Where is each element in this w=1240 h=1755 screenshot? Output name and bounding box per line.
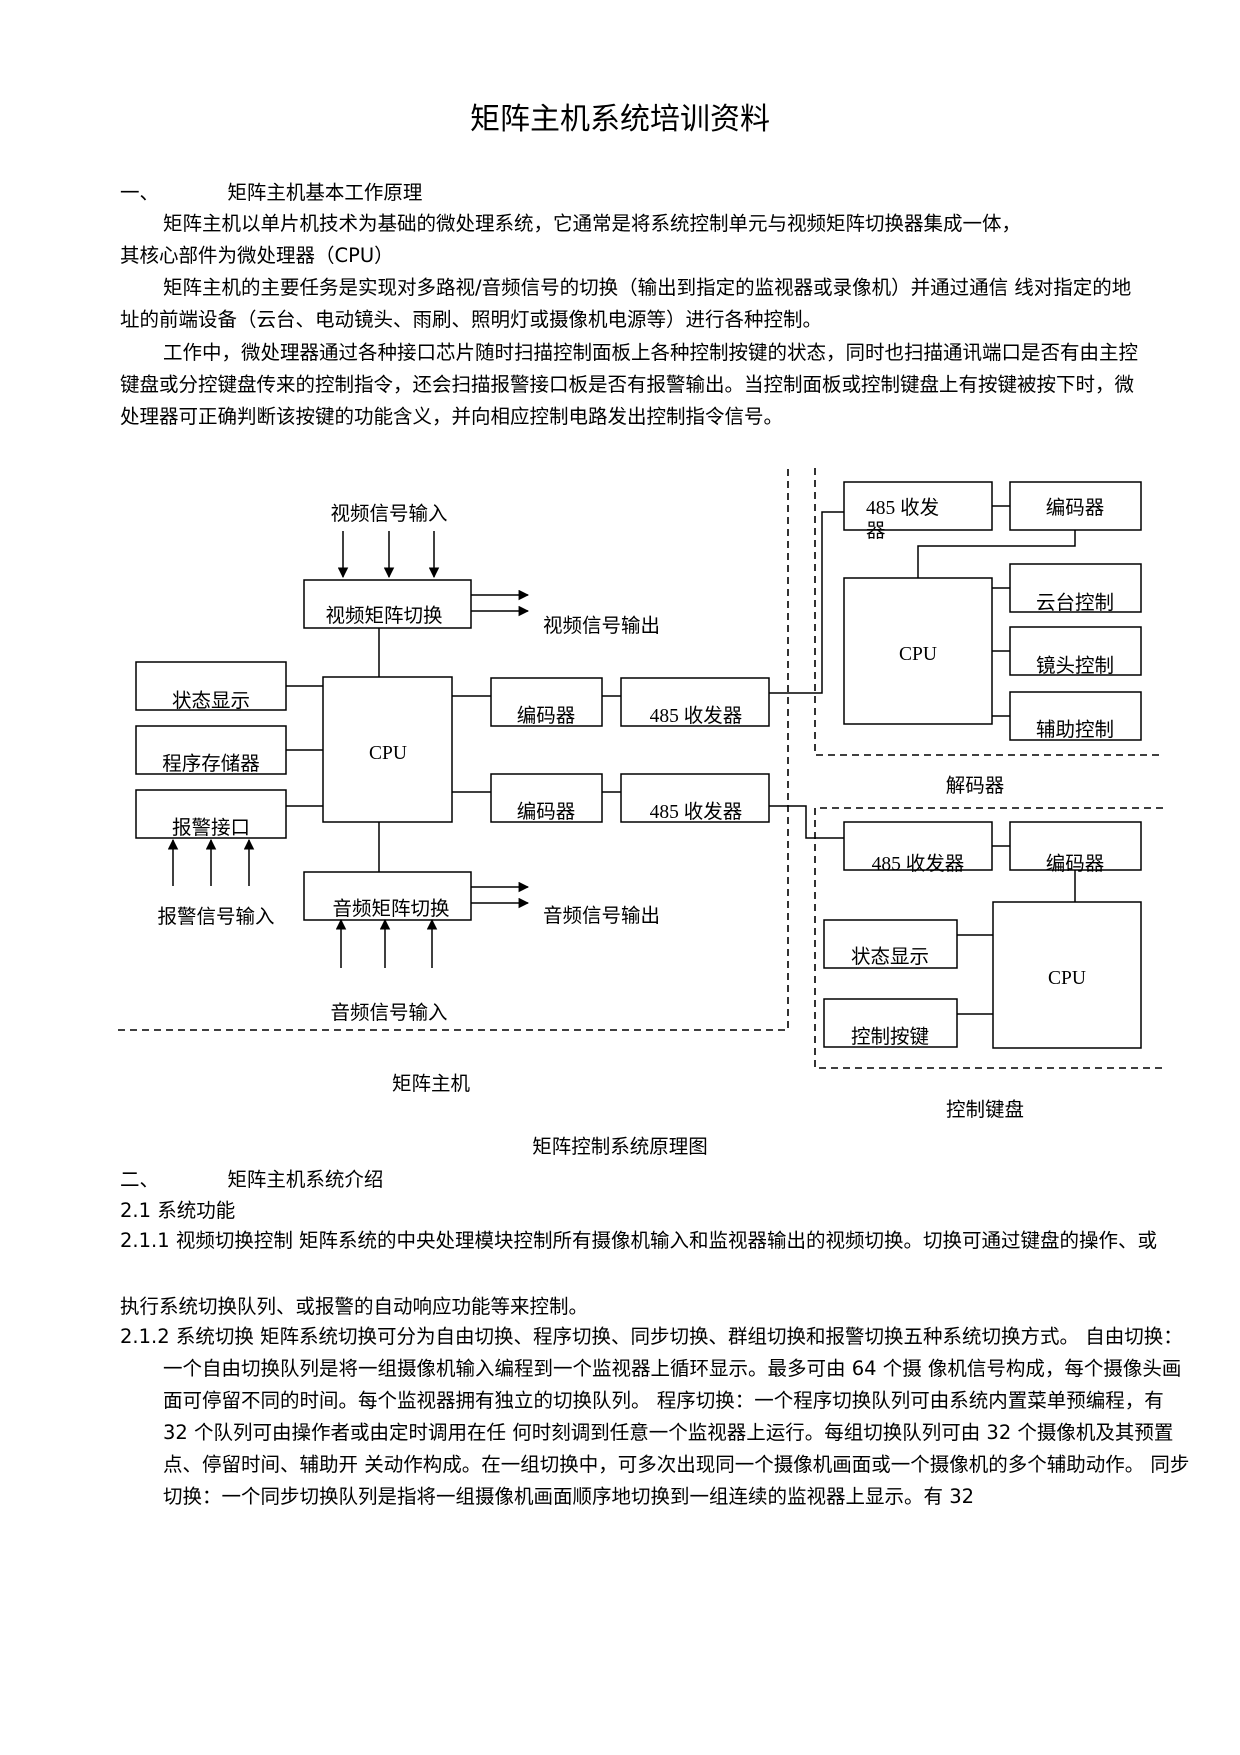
alarm-interface-label: 报警接口	[172, 816, 250, 839]
program-memory-label: 程序存储器	[162, 752, 260, 775]
video-output-label: 视频信号输出	[543, 614, 660, 637]
audio-input-label: 音频信号输入	[330, 1001, 447, 1024]
video-matrix-switch-box	[303, 579, 472, 629]
paragraph-1-line-1: 矩阵主机以单片机技术为基础的微处理系统，它通常是将系统控制单元与视频矩阵切换器集…	[163, 212, 1022, 235]
keyboard-status-box	[823, 919, 958, 969]
encoder-2-label: 编码器	[517, 800, 576, 823]
decoder-encoder-label: 编码器	[1046, 496, 1105, 519]
video-matrix-switch-label: 视频矩阵切换	[325, 604, 442, 627]
keyboard-keys-label: 控制按键	[851, 1025, 929, 1048]
subsection-2-1-1-continued: 执行系统切换队列、或报警的自动响应功能等来控制。	[120, 1295, 589, 1318]
transceiver-1-box	[620, 677, 770, 727]
video-input-arrows	[337, 531, 440, 579]
keyboard-label: 控制键盘	[946, 1098, 1024, 1121]
ptz-control-label: 云台控制	[1036, 591, 1114, 614]
section-1-number: 一、	[120, 181, 160, 204]
section-2-number: 二、	[120, 1168, 160, 1191]
keyboard-encoder-label: 编码器	[1046, 852, 1105, 875]
paragraph-3: 工作中，微处理器通过各种接口芯片随时扫描控制面板上各种控制按键的状态，同时也扫描…	[120, 341, 1139, 428]
keyboard-cpu-box	[992, 901, 1142, 1049]
keyboard-keys-box	[823, 998, 958, 1048]
keyboard-cpu-label: CPU	[1048, 968, 1086, 989]
decoder-bus-line	[769, 511, 844, 694]
transceiver-1-label: 485 收发器	[650, 705, 743, 727]
audio-output-label: 音频信号输出	[543, 904, 660, 927]
subsection-2-1-1: 2.1.1 视频切换控制 矩阵系统的中央处理模块控制所有摄像机输入和监视器输出的…	[120, 1229, 1158, 1252]
alarm-input-label: 报警信号输入	[157, 905, 274, 928]
decoder-transceiver-label-a: 485 收发	[866, 497, 939, 519]
audio-matrix-switch-label: 音频矩阵切换	[332, 897, 449, 920]
encoder-1-box	[490, 677, 603, 727]
section-1-heading: 一、 矩阵主机基本工作原理	[120, 181, 422, 205]
transceiver-2-label: 485 收发器	[650, 801, 743, 823]
main-cpu-label: CPU	[369, 743, 407, 764]
subsection-2-1-2: 2.1.2 系统切换 矩阵系统切换可分为自由切换、程序切换、同步切换、群组切换和…	[120, 1325, 1190, 1508]
audio-input-arrows	[335, 918, 438, 968]
decoder-transceiver-label-b: 器	[866, 521, 886, 542]
aux-control-label: 辅助控制	[1036, 718, 1114, 741]
video-input-label: 视频信号输入	[330, 502, 447, 525]
status-display-label: 状态显示	[172, 689, 250, 712]
audio-output-arrows	[471, 881, 530, 909]
lens-control-label: 镜头控制	[1036, 654, 1114, 677]
keyboard-boundary	[814, 807, 1163, 1069]
section-2-heading: 二、 矩阵主机系统介绍	[120, 1168, 383, 1192]
decoder-cpu-label: CPU	[899, 644, 937, 665]
alarm-input-arrows	[167, 838, 255, 886]
matrix-host-boundary	[118, 468, 789, 1031]
decoder-label: 解码器	[946, 774, 1005, 797]
alarm-interface-box	[135, 789, 287, 839]
keyboard-bus-line	[769, 805, 844, 839]
subsection-2-1: 2.1 系统功能	[120, 1199, 236, 1222]
decoder-boundary	[814, 468, 1163, 756]
video-output-arrows	[471, 589, 530, 617]
encoder-2-box	[490, 773, 603, 823]
matrix-host-label: 矩阵主机	[392, 1072, 471, 1095]
paragraph-2: 矩阵主机的主要任务是实现对多路视/音频信号的切换（输出到指定的监视器或录像机）并…	[120, 276, 1132, 331]
section-2-title: 矩阵主机系统介绍	[227, 1168, 384, 1191]
transceiver-2-box	[620, 773, 770, 823]
encoder-1-label: 编码器	[517, 704, 576, 727]
section-1-title: 矩阵主机基本工作原理	[227, 181, 423, 204]
paragraph-1-line-2: 其核心部件为微处理器（CPU）	[120, 244, 394, 267]
keyboard-transceiver-label: 485 收发器	[872, 853, 965, 875]
figure-caption: 矩阵控制系统原理图	[532, 1135, 708, 1158]
page-title: 矩阵主机系统培训资料	[470, 102, 770, 137]
keyboard-status-label: 状态显示	[851, 945, 929, 968]
